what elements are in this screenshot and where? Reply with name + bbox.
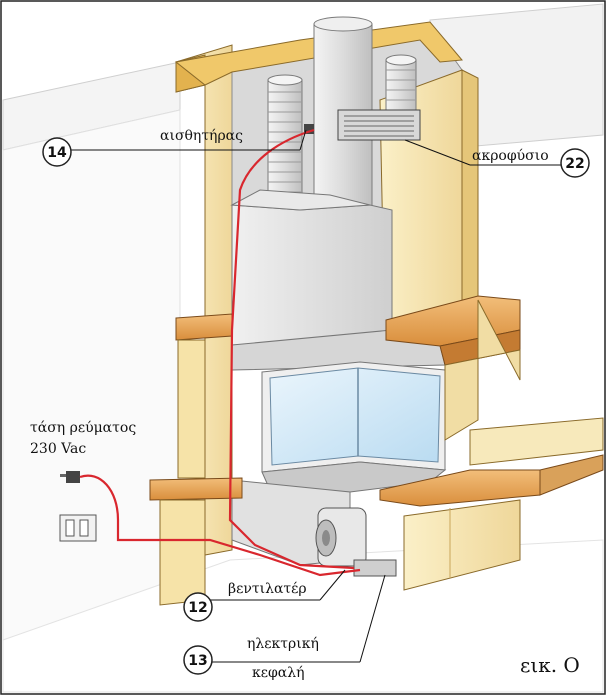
callout-12-number: 12 xyxy=(188,600,207,616)
callout-12: 12 βεντιλατέρ xyxy=(183,580,307,622)
callout-13-number: 13 xyxy=(188,653,207,669)
red-wiring xyxy=(79,128,361,577)
callout-22: 22 ακροφύσιο xyxy=(472,148,590,178)
figure-caption: εικ. Ο xyxy=(520,653,580,677)
left-middle-post xyxy=(177,339,206,479)
power-label-line2: 230 Vac xyxy=(30,441,86,457)
fireplace-upper-body xyxy=(230,189,393,346)
callout-14: 14 αισθητήρας xyxy=(42,128,243,167)
flex-duct-left xyxy=(267,74,303,211)
callout-22-label: ακροφύσιο xyxy=(472,148,549,164)
callout-13-label-line2: κεφαλή xyxy=(252,665,305,681)
callout-12-label: βεντιλατέρ xyxy=(228,580,307,597)
callout-14-label: αισθητήρας xyxy=(160,128,243,144)
sensor xyxy=(304,124,314,134)
power-label-line1: τάση ρεύματος xyxy=(30,420,136,436)
fan-unit xyxy=(315,507,367,567)
power-plug xyxy=(60,471,80,483)
callout-14-number: 14 xyxy=(47,145,67,161)
callout-13: 13 ηλεκτρική κεφαλή xyxy=(183,636,319,681)
electric-head-box xyxy=(353,559,397,577)
callout-22-number: 22 xyxy=(565,156,584,172)
callout-lines xyxy=(70,129,562,663)
right-bench xyxy=(379,417,604,591)
left-lower-post xyxy=(159,499,206,606)
fire-glass-window xyxy=(261,361,446,473)
left-wood-block-upper xyxy=(175,313,233,341)
left-wood-block-lower xyxy=(149,477,243,501)
callout-13-label-line1: ηλεκτρική xyxy=(247,636,319,652)
right-mantel xyxy=(385,295,521,441)
hood-right-edge xyxy=(461,69,479,320)
nozzle-grille xyxy=(337,109,421,141)
wall-switch xyxy=(59,514,97,542)
